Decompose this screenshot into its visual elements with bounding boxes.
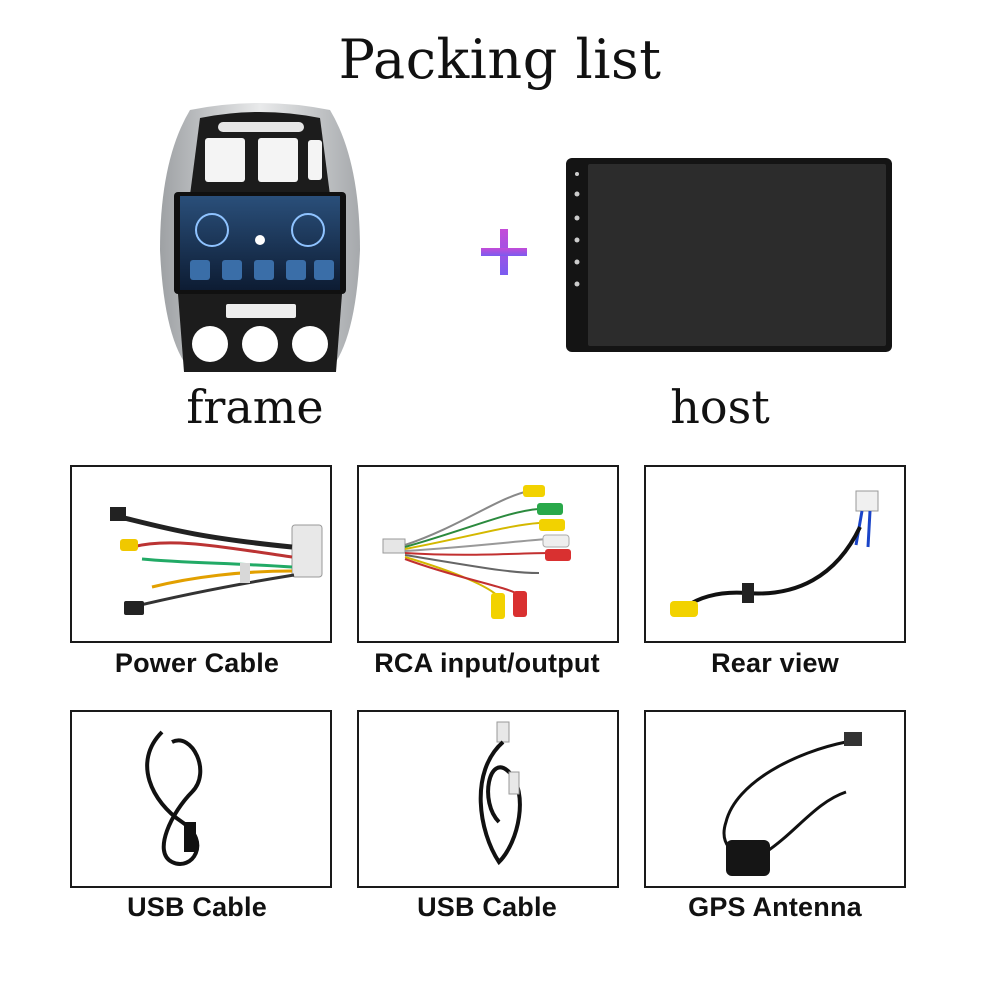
accessory-label: RCA input/output bbox=[374, 648, 600, 678]
host-label: host bbox=[670, 380, 770, 434]
usb-cable-box bbox=[357, 710, 619, 888]
plus-icon bbox=[481, 229, 527, 275]
frame-image bbox=[160, 103, 360, 372]
page-title: Packing list bbox=[338, 28, 662, 91]
power-cable-image bbox=[110, 507, 323, 615]
rca-cable-image bbox=[382, 485, 571, 619]
rear-view-box bbox=[644, 465, 906, 643]
rca-cable-box bbox=[357, 465, 619, 643]
host-image bbox=[566, 158, 892, 352]
accessory-label: GPS Antenna bbox=[688, 892, 862, 922]
usb-cable-image bbox=[478, 721, 522, 866]
frame-label: frame bbox=[186, 380, 324, 434]
gps-antenna-image bbox=[722, 732, 862, 876]
gps-antenna-box bbox=[644, 710, 906, 888]
accessory-label: Power Cable bbox=[114, 648, 280, 678]
rear-view-cable-image bbox=[670, 490, 879, 617]
usb-cable-box bbox=[70, 710, 332, 888]
accessory-label: USB Cable bbox=[127, 892, 267, 922]
accessory-label: Rear view bbox=[711, 648, 839, 678]
accessory-label: USB Cable bbox=[417, 892, 557, 922]
power-cable-box bbox=[70, 465, 332, 643]
usb-cable-image bbox=[145, 730, 203, 866]
